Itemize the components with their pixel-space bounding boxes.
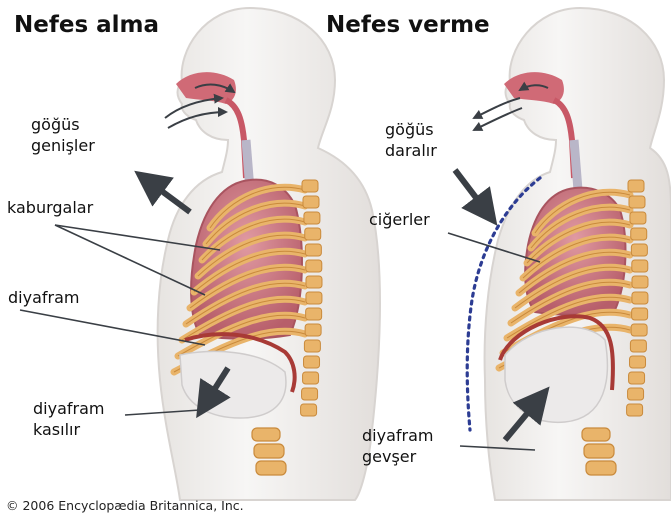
exhale-trachea	[574, 140, 578, 190]
inhale-chest-label: göğüs genişler	[31, 114, 95, 156]
exhale-vertebra	[632, 308, 648, 320]
diaphragm-label: diyafram	[8, 287, 79, 308]
ribs-label: kaburgalar	[7, 197, 93, 218]
exhale-vertebra	[628, 388, 644, 400]
exhale-vertebra	[631, 228, 647, 240]
inhale-vertebra	[306, 276, 322, 288]
inhale-vertebra	[304, 340, 320, 352]
inhale-vertebra	[305, 244, 321, 256]
inhale-chest-label-line1: göğüs	[31, 114, 95, 135]
exhale-chest-label-line2: daralır	[385, 140, 437, 161]
exhale-vertebra	[627, 404, 643, 416]
exhale-vertebra	[629, 372, 645, 384]
arrow-contract-icon	[455, 170, 493, 220]
exhale-vertebra	[632, 292, 648, 304]
diaphragm-contracts-line1: diyafram	[33, 398, 104, 419]
exhale-vertebra	[631, 244, 647, 256]
inhale-title: Nefes alma	[14, 12, 159, 38]
exhale-vertebra	[630, 212, 646, 224]
inhale-vertebra	[303, 372, 319, 384]
copyright-notice: © 2006 Encyclopædia Britannica, Inc.	[6, 498, 244, 513]
inhale-vertebra	[305, 228, 321, 240]
diaphragm-contracts-label: diyafram kasılır	[33, 398, 104, 440]
exhale-vertebra	[630, 356, 646, 368]
diaphragm-relaxes-label: diyafram gevşer	[362, 425, 433, 467]
exhale-chest-label: göğüs daralır	[385, 119, 437, 161]
exhale-vertebra	[632, 260, 648, 272]
exhale-chest-label-line1: göğüs	[385, 119, 437, 140]
inhale-vertebra	[301, 404, 317, 416]
exhale-vertebra	[628, 180, 644, 192]
exhale-figure	[448, 8, 671, 500]
arrow-expand-icon	[140, 175, 190, 212]
inhale-chest-label-line2: genişler	[31, 135, 95, 156]
inhale-vertebra	[306, 292, 322, 304]
inhale-vertebra	[302, 180, 318, 192]
inhale-vertebra	[305, 324, 321, 336]
inhale-vertebra	[303, 196, 319, 208]
exhale-title: Nefes verme	[326, 12, 490, 38]
inhale-vertebra	[302, 388, 318, 400]
exhale-vertebra	[630, 340, 646, 352]
inhale-vertebra	[304, 356, 320, 368]
exhale-vertebra	[631, 324, 647, 336]
inhale-vertebra	[304, 212, 320, 224]
exhale-vertebra	[629, 196, 645, 208]
exhale-vertebra	[632, 276, 648, 288]
exhale-abdomen	[505, 327, 607, 422]
lungs-label: ciğerler	[369, 209, 430, 230]
inhale-vertebra	[306, 260, 322, 272]
diaphragm-contracts-line2: kasılır	[33, 419, 104, 440]
diaphragm-relaxes-line2: gevşer	[362, 446, 433, 467]
diaphragm-relaxes-line1: diyafram	[362, 425, 433, 446]
inhale-vertebra	[306, 308, 322, 320]
